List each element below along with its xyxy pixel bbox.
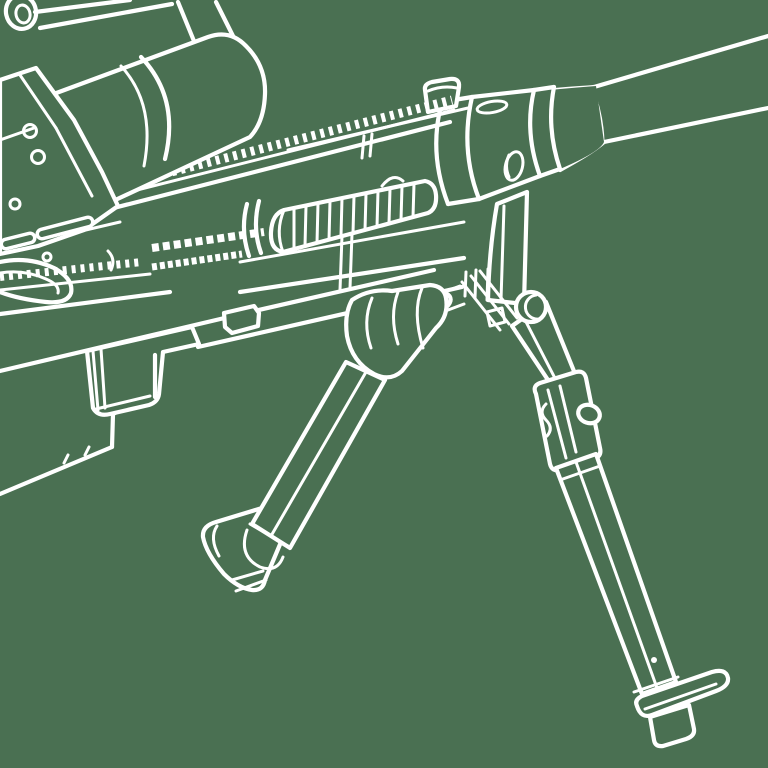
mount-screw [30,149,46,165]
trigger-guard [0,249,115,305]
bipod-hub-bracket [460,267,519,332]
handguard-slat-rail [268,178,439,255]
bipod-right-leg-lock [532,369,603,473]
scope-eyepiece-ring [3,0,175,32]
clamp-top-slot [475,99,509,115]
scope-tube [175,0,236,49]
lock-lever-loop [576,402,602,426]
receiver-side-slots [0,215,95,263]
accessory-box [221,303,262,336]
mount-pin [8,197,22,211]
clamp-lightening-hole [503,150,525,182]
bipod-right-foot-ski [632,668,731,749]
bipod-mount-post [485,189,530,307]
bipod-pivot [513,289,549,325]
bipod-left-knuckle [344,282,466,380]
bipod-right-leg-tube [553,451,679,697]
receiver-engraving-marks [151,228,265,271]
magazine [84,324,202,417]
barrel-band [241,198,264,259]
mount-screw [22,123,38,139]
scope-mount-block [0,65,121,257]
rail-end-cap [422,76,462,115]
barrel-clamp-collars [422,76,604,207]
bipod-left-leg-tube [242,359,388,571]
leg-pin-hole [651,657,657,663]
